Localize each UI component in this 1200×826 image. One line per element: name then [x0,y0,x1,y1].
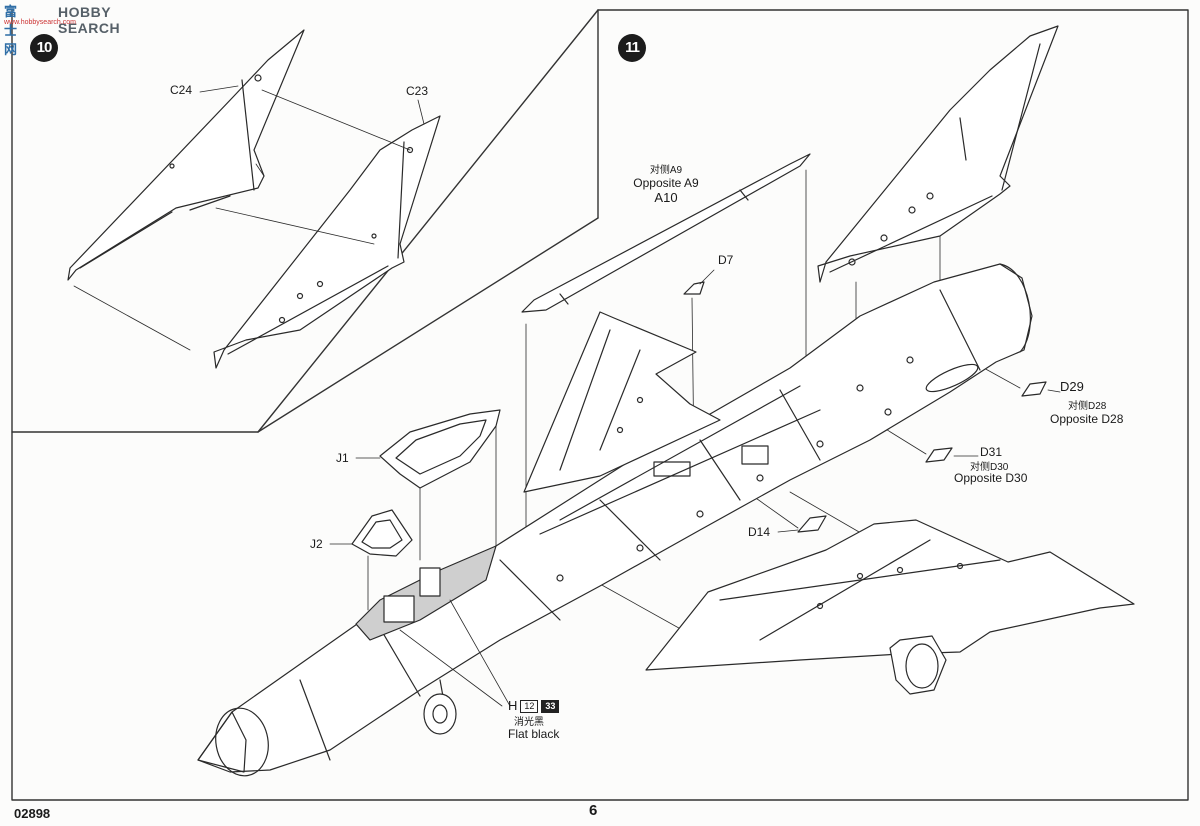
fin-half-c24 [67,29,305,281]
label-j1: J1 [336,451,349,465]
vertical-fin [817,25,1059,283]
paint-name-cn: 消光黑 [514,717,544,728]
step-10-badge: 10 [30,34,58,62]
step10-frame [11,9,1189,801]
main-gear [889,635,947,695]
kit-number: 02898 [14,806,51,821]
left-wing [523,311,721,493]
part-d7 [683,281,705,295]
label-d29-opposite: Opposite D28 [1050,412,1124,426]
label-d14: D14 [748,525,771,539]
label-a10-opposite: Opposite A9 [633,176,699,190]
missile-a10 [521,153,811,313]
label-d31-code: D31 [980,445,1003,459]
step10-guide-lines [73,89,411,351]
fin-half-c23 [213,115,441,369]
label-c23: C23 [406,84,429,98]
canopy-j1 [379,409,501,489]
label-d31-opposite: Opposite D30 [954,471,1028,485]
label-d29-code: D29 [1060,379,1084,394]
paint-name: Flat black [508,727,560,741]
label-a10-cn: 对侧A9 [649,165,683,176]
label-d29-cn: 对侧D28 [1068,401,1107,412]
label-d31-cn: 对侧D30 [970,462,1009,473]
part-d31 [925,447,953,463]
part-d14 [797,515,827,533]
paint-letter: H [508,698,518,713]
label-d29-group: D29 [1060,380,1084,393]
label-a10-group: 对侧A9 Opposite A9 A10 [626,164,706,204]
label-d7: D7 [718,253,734,267]
watermark-logo: 富士网 [4,4,18,57]
right-wing [645,519,1135,671]
part-d29 [1021,381,1047,397]
windscreen-j2 [351,509,413,557]
step-11-badge: 11 [618,34,646,62]
page-number: 6 [589,802,598,819]
label-j2: J2 [310,537,323,551]
paint-code-2: 33 [541,700,560,714]
label-d29-notes: 对侧D28 [1068,400,1106,413]
label-c24: C24 [170,83,193,97]
nose-gear [423,679,457,735]
label-leaders [199,85,1061,707]
fuselage [197,263,1033,777]
label-a10-code: A10 [654,190,678,205]
label-d31-cn-wrap: 对侧D30 [970,460,1008,474]
watermark-url: www.hobbysearch.com [4,19,76,26]
paint-code-1: 12 [520,700,539,714]
watermark-title: HOBBY SEARCH [58,4,121,36]
